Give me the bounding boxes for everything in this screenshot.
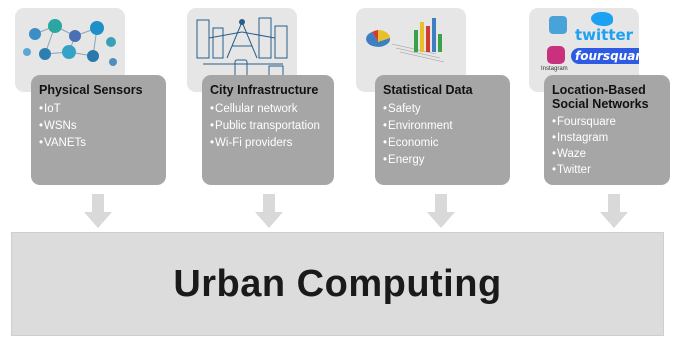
foursquare-logo: foursquare	[571, 48, 639, 64]
list-item: Instagram	[552, 130, 664, 146]
card-title: Location-Based Social Networks	[552, 83, 649, 111]
list-item: Foursquare	[552, 114, 664, 130]
down-arrow-icon	[84, 194, 112, 228]
list-item: Cellular network	[210, 101, 328, 118]
down-arrow-icon	[427, 194, 455, 228]
card-statistical-data: Statistical Data Safety Environment Econ…	[375, 75, 510, 185]
instagram-icon	[547, 46, 565, 64]
list-item: Twitter	[552, 162, 664, 178]
instagram-label: Instagram	[541, 66, 568, 72]
card-title: City Infrastructure	[210, 83, 319, 97]
list-item: Public transportation	[210, 118, 328, 135]
list-item: Energy	[383, 152, 504, 169]
list-item: WSNs	[39, 118, 160, 135]
card-physical-sensors: Physical Sensors IoT WSNs VANETs	[31, 75, 166, 185]
city-infrastructure-icon	[196, 17, 288, 81]
sensor-network-icon	[23, 19, 117, 66]
app-icon	[549, 16, 567, 34]
down-arrow-icon	[600, 194, 628, 228]
list-item: Environment	[383, 118, 504, 135]
list-item: Waze	[552, 146, 664, 162]
twitter-bird-icon	[591, 12, 613, 26]
twitter-logo: twitter	[575, 26, 634, 44]
card-title: Physical Sensors	[39, 83, 143, 97]
card-location-based-social-networks: Location-Based Social Networks Foursquar…	[544, 75, 670, 185]
down-arrow-icon	[255, 194, 283, 228]
list-item: IoT	[39, 101, 160, 118]
list-item: VANETs	[39, 135, 160, 152]
urban-computing-block: Urban Computing	[11, 232, 664, 336]
list-item: Wi-Fi providers	[210, 135, 328, 152]
statistics-icon	[366, 18, 445, 63]
card-city-infrastructure: City Infrastructure Cellular network Pub…	[202, 75, 334, 185]
urban-computing-title: Urban Computing	[173, 263, 502, 305]
list-item: Economic	[383, 135, 504, 152]
card-title: Statistical Data	[383, 83, 473, 97]
list-item: Safety	[383, 101, 504, 118]
